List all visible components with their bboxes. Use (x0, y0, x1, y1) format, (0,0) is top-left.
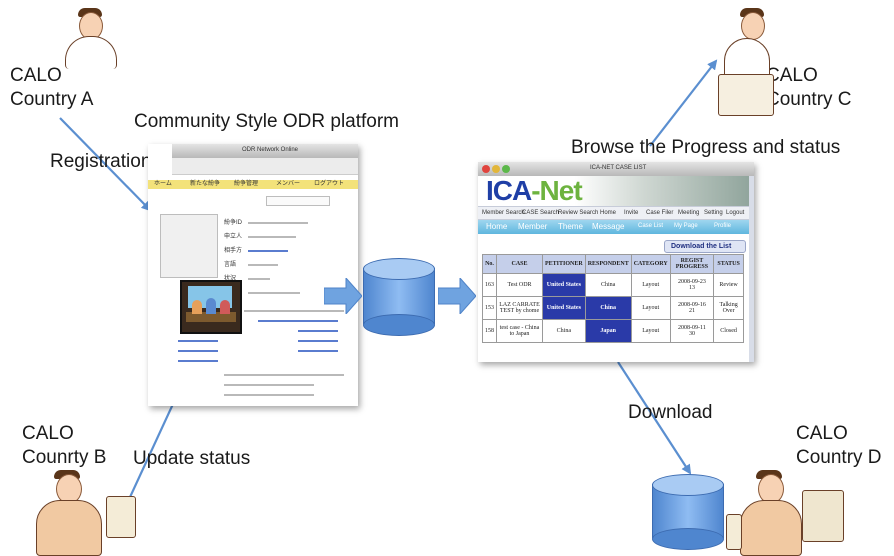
ica-nav-tab[interactable]: Theme (558, 222, 583, 231)
arrow-registration (59, 117, 152, 212)
ica-net-screenshot: ICA-NET CASE LIST ICA-Net Member Search … (478, 162, 754, 362)
label-registration: Registration (50, 151, 152, 172)
odr-form-label: 状況 (224, 276, 237, 282)
odr-nav-link[interactable]: ログアウト (314, 181, 345, 187)
odr-form-label: 相手方 (224, 248, 243, 254)
cell-petitioner: China (542, 319, 586, 343)
ica-top-link[interactable]: Home (600, 210, 617, 216)
odr-nav-link[interactable]: 新たな紛争 (190, 181, 221, 187)
label-platform: Community Style ODR platform (134, 111, 400, 132)
col-header: PETITIONER (542, 254, 586, 274)
table-row[interactable]: 153 LAZ CARRATE TEST by chome United Sta… (482, 296, 744, 320)
ica-window-title: ICA-NET CASE LIST (590, 165, 647, 171)
odr-form-label: 紛争ID (224, 220, 243, 226)
label-country-b: CALO Counrty B (22, 423, 107, 468)
ica-nav-tab[interactable]: My Page (674, 223, 698, 229)
ica-net-logo: ICA-Net (486, 175, 583, 206)
fat-arrow-to-list (438, 278, 476, 314)
ica-top-link[interactable]: Invite (624, 210, 639, 216)
ica-nav-tab[interactable]: Message (592, 222, 625, 231)
odr-platform-screenshot: ODR Network Online ホーム 新たな紛争 紛争管理 メンバー ロ… (148, 144, 358, 406)
person-country-a-icon (60, 6, 124, 70)
cell-status: Talking Over (713, 296, 744, 320)
person-country-d-icon (726, 470, 850, 556)
col-header: REGIST PROGRESS (669, 254, 715, 274)
person-country-c-icon (716, 6, 778, 118)
label-download: Download (628, 402, 713, 423)
ica-search-tab[interactable]: Review Search (558, 210, 599, 216)
odr-nav-link[interactable]: ホーム (154, 181, 172, 187)
fat-arrow-to-db (324, 278, 362, 314)
cell-no: 153 (482, 296, 497, 320)
cell-petitioner: United States (542, 296, 586, 320)
scrollbar[interactable] (749, 176, 754, 362)
ica-nav-tab[interactable]: Profile (714, 223, 732, 229)
ica-search-tab[interactable]: Member Search (482, 210, 525, 216)
ica-top-link[interactable]: Setting (704, 210, 723, 216)
meeting-clipart-icon (180, 280, 242, 334)
person-country-b-icon (28, 470, 138, 556)
label-country-a: CALO Country A (10, 65, 94, 110)
cell-no: 158 (482, 319, 497, 343)
cell-category: Layout (630, 319, 671, 343)
odr-avatar-placeholder (160, 214, 218, 278)
cell-category: Layout (630, 273, 671, 297)
odr-nav-link[interactable]: メンバー (276, 181, 301, 187)
cell-respondent: China (584, 296, 632, 320)
table-row[interactable]: 163 Test ODR United States China Layout … (482, 273, 744, 297)
database-download-icon (652, 474, 724, 550)
ica-nav-bar: Home Member Theme Message Case List My P… (478, 220, 754, 234)
label-browse: Browse the Progress and status (571, 137, 841, 158)
arrow-browse (649, 59, 718, 147)
cell-petitioner: United States (542, 273, 586, 297)
label-update-status: Update status (133, 448, 251, 469)
col-header: CASE (496, 254, 543, 274)
cell-category: Layout (630, 296, 671, 320)
cell-no: 163 (482, 273, 497, 297)
ica-nav-tab[interactable]: Member (518, 222, 548, 231)
cell-case[interactable]: Test ODR (496, 273, 543, 297)
label-country-d: CALO Country D (796, 423, 882, 468)
arrow-download (617, 361, 692, 475)
download-list-label: Download the List (671, 243, 732, 250)
case-list-table: No. CASE PETITIONER RESPONDENT CATEGORY … (482, 254, 744, 343)
odr-window-title: ODR Network Online (242, 147, 299, 153)
cell-respondent: Japan (584, 319, 632, 343)
cell-status: Closed (713, 319, 744, 343)
ica-nav-tab[interactable]: Home (486, 222, 508, 231)
cell-case[interactable]: LAZ CARRATE TEST by chome (496, 296, 543, 320)
odr-nav-link[interactable]: 紛争管理 (234, 181, 259, 187)
cell-respondent: China (584, 273, 632, 297)
odr-form-label: 言語 (224, 262, 237, 268)
col-header: STATUS (713, 254, 744, 274)
odr-form-label: 申立人 (224, 234, 243, 240)
database-center-icon (363, 258, 435, 336)
label-country-c: CALO Country C (766, 65, 852, 110)
ica-search-tab[interactable]: CASE Search (522, 210, 560, 216)
ica-top-link[interactable]: Logout (726, 210, 745, 216)
ica-top-link[interactable]: Case Filer (646, 210, 674, 216)
col-header: CATEGORY (630, 254, 671, 274)
col-header: No. (482, 254, 497, 274)
ica-nav-tab[interactable]: Case List (638, 223, 664, 229)
odr-search-box[interactable] (266, 196, 330, 206)
col-header: RESPONDENT (584, 254, 632, 274)
download-list-button[interactable]: Download the List (664, 240, 746, 253)
table-row[interactable]: 158 test case - China to Japan China Jap… (482, 319, 744, 343)
odr-nav-bar: ホーム 新たな紛争 紛争管理 メンバー ログアウト (148, 180, 358, 189)
cell-case[interactable]: test case - China to Japan (496, 319, 543, 343)
ica-top-link[interactable]: Meeting (678, 210, 700, 216)
cell-status: Review (713, 273, 744, 297)
